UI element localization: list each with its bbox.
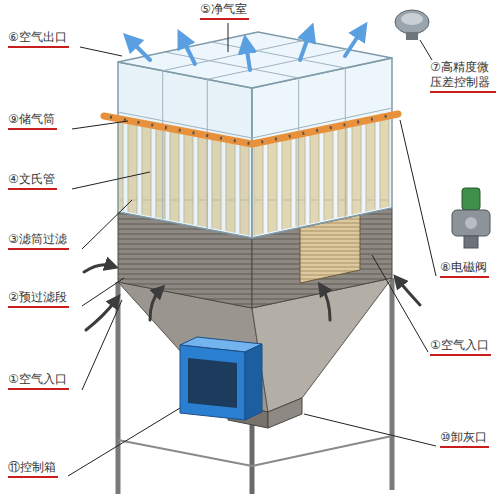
frame-bar [207, 49, 347, 79]
air-out-arrow [345, 30, 362, 56]
control-box [180, 345, 245, 420]
frame-bar [162, 71, 163, 221]
air-in-arrow [150, 290, 160, 320]
leader-line [420, 40, 432, 60]
air-in-arrow [84, 265, 112, 272]
part-label: ①空气入口 [8, 372, 69, 390]
part-label: ②预过滤段 [8, 290, 69, 308]
part-label: ④文氏管 [8, 172, 57, 190]
part-label: ⑧电磁阀 [440, 260, 489, 278]
discharge-outlet [268, 398, 302, 428]
solenoid-valve-icon [452, 210, 490, 236]
glass-housing [118, 62, 252, 238]
part-label: ⑪控制箱 [8, 460, 58, 478]
cross-brace [118, 440, 252, 466]
clean-air-arrows [130, 30, 362, 70]
leader-line [82, 300, 122, 390]
part-label: ③滤筒过滤 [8, 232, 69, 250]
leader-line [72, 172, 150, 189]
air-in-arrow [86, 300, 116, 330]
pressure-controller-icon [406, 32, 418, 40]
clean-air-chamber-top [118, 32, 392, 88]
part-label: ⑨储气筒 [8, 112, 57, 130]
part-label: ⑥空气出口 [8, 30, 69, 48]
leader-line [228, 23, 229, 52]
part-label: ⑦高精度微 压差控制器 [430, 60, 496, 93]
frame-bar [345, 68, 346, 218]
leader-lines [68, 23, 436, 476]
leader-line [400, 120, 436, 276]
air-out-arrow [130, 40, 150, 60]
air-out-arrow [182, 38, 195, 64]
air-out-arrow [246, 44, 250, 70]
glass-frame [118, 41, 392, 230]
air-in-arrow [398, 280, 420, 305]
air-in-arrow [322, 288, 330, 320]
frame-bar [298, 78, 299, 228]
part-label: ①空气入口 [430, 338, 491, 356]
support-leg [390, 278, 395, 490]
solenoid-valve-icon [465, 217, 477, 229]
cross-brace [252, 436, 392, 466]
solenoid-valve-icon [462, 188, 480, 210]
part-label: ⑤净气室 [200, 2, 249, 20]
glass-housing [252, 58, 392, 238]
leader-line [372, 255, 428, 352]
solenoid-valve-icon [464, 236, 478, 248]
pressure-controller-icon [401, 13, 423, 25]
air-out-arrow [300, 32, 310, 60]
leader-line [72, 121, 128, 129]
leader-line [68, 408, 180, 476]
leader-line [304, 414, 436, 446]
pulse-valves [110, 115, 392, 144]
leader-line [82, 200, 132, 249]
leader-line [80, 47, 122, 56]
air-tank [104, 114, 398, 144]
control-box [245, 344, 262, 420]
frame-bar [207, 79, 208, 229]
part-label: ⑩卸灰口 [440, 430, 489, 448]
dusty-air-arrows [84, 265, 420, 330]
pressure-controller-icon [395, 10, 429, 34]
leader-line [82, 278, 124, 306]
control-panel [188, 358, 237, 408]
